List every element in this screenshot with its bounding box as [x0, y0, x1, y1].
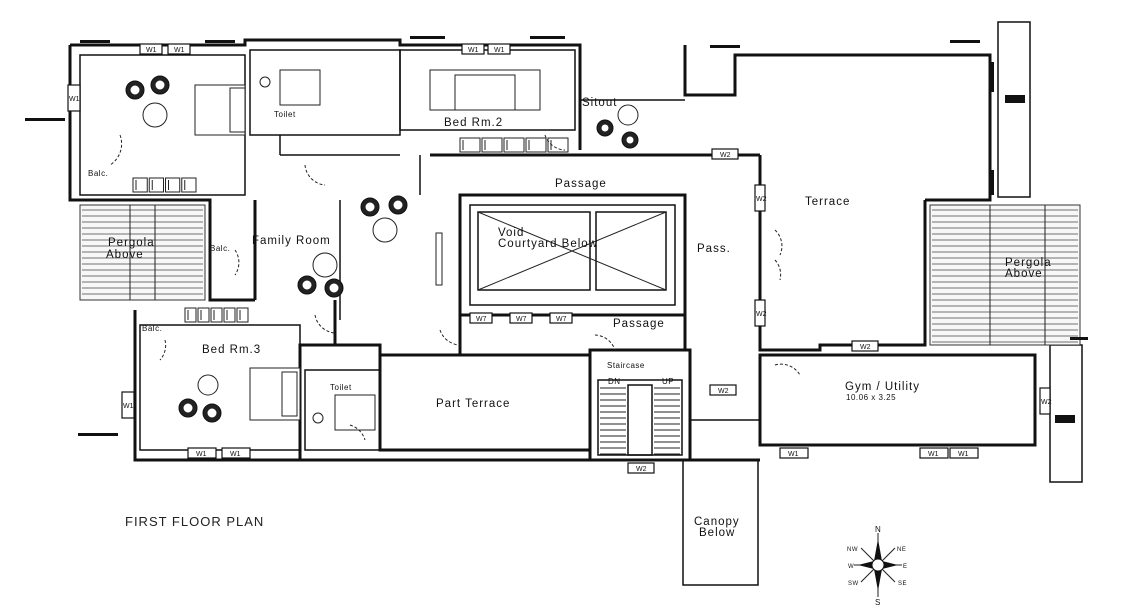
pergola-left	[79, 204, 206, 301]
drawing-title: FIRST FLOOR PLAN	[125, 514, 264, 529]
svg-text:W1: W1	[146, 47, 157, 54]
label-pergola-right-2: Above	[1005, 268, 1043, 280]
svg-text:W7: W7	[556, 316, 567, 323]
label-passage-top: Passage	[555, 178, 607, 190]
pergola-right	[929, 204, 1081, 346]
label-balc-top: Balc.	[88, 169, 108, 178]
svg-text:W2: W2	[720, 152, 731, 159]
label-canopy: Canopy	[694, 516, 740, 528]
label-gym-utility: Gym / Utility	[845, 381, 920, 393]
exterior-markers	[25, 36, 1088, 436]
label-toilet-top: Toilet	[274, 110, 296, 119]
svg-text:W2: W2	[1041, 399, 1052, 406]
svg-text:W1: W1	[788, 451, 799, 458]
svg-text:W2: W2	[636, 466, 647, 473]
label-courtyard-below: Courtyard Below	[498, 238, 598, 250]
label-bed-rm-3: Bed Rm.3	[202, 344, 261, 356]
label-part-terrace: Part Terrace	[436, 398, 510, 410]
label-gym-dimensions: 10.06 x 3.25	[846, 393, 896, 402]
furniture	[132, 69, 680, 455]
window-tags: W1 W1 W1 W1 W2 W2 W2 W7 W7 W7 W2 W2 W2 W…	[67, 43, 1052, 474]
label-up: UP	[662, 377, 674, 386]
svg-text:W1: W1	[928, 451, 939, 458]
svg-text:W2: W2	[756, 311, 767, 318]
svg-text:W1: W1	[468, 47, 479, 54]
label-pass: Pass.	[697, 243, 731, 255]
svg-text:W1: W1	[123, 403, 134, 410]
label-bed-rm-2: Bed Rm.2	[444, 117, 503, 129]
compass-icon: N NW NE W E SW SE S	[847, 525, 908, 607]
svg-text:W2: W2	[756, 196, 767, 203]
svg-text:W2: W2	[860, 344, 871, 351]
svg-text:W1: W1	[958, 451, 969, 458]
label-passage-bottom: Passage	[613, 318, 665, 330]
round-tables	[125, 75, 639, 423]
label-sitout: Sitout	[582, 97, 617, 109]
svg-text:W1: W1	[494, 47, 505, 54]
svg-text:W2: W2	[718, 388, 729, 395]
svg-text:W1: W1	[69, 96, 80, 103]
svg-text:SE: SE	[898, 581, 907, 587]
label-canopy-below: Below	[699, 527, 735, 539]
svg-text:W1: W1	[230, 451, 241, 458]
label-void: Void	[498, 227, 524, 239]
svg-text:W1: W1	[196, 451, 207, 458]
svg-text:NE: NE	[897, 547, 906, 553]
svg-text:W7: W7	[476, 316, 487, 323]
label-terrace: Terrace	[805, 196, 850, 208]
label-toilet-bottom: Toilet	[330, 383, 352, 392]
svg-text:N: N	[875, 525, 881, 534]
door-swings	[109, 134, 801, 441]
label-balc-mid: Balc.	[210, 244, 230, 253]
label-staircase: Staircase	[607, 361, 645, 370]
svg-text:NW: NW	[847, 547, 858, 553]
svg-text:W1: W1	[174, 47, 185, 54]
svg-text:E: E	[903, 564, 908, 570]
label-pergola-left-1: Pergola	[108, 237, 155, 249]
svg-text:W: W	[848, 564, 854, 570]
svg-text:S: S	[875, 598, 881, 607]
label-dn: DN	[608, 377, 621, 386]
label-pergola-left-2: Above	[106, 249, 144, 261]
room-labels: Bed Rm.2 Sitout Passage Terrace Family R…	[88, 97, 1052, 539]
svg-text:W7: W7	[516, 316, 527, 323]
label-pergola-right-1: Pergola	[1005, 257, 1052, 269]
label-balc-low: Balc.	[142, 324, 162, 333]
label-family-room: Family Room	[252, 235, 331, 247]
svg-text:SW: SW	[848, 581, 859, 587]
